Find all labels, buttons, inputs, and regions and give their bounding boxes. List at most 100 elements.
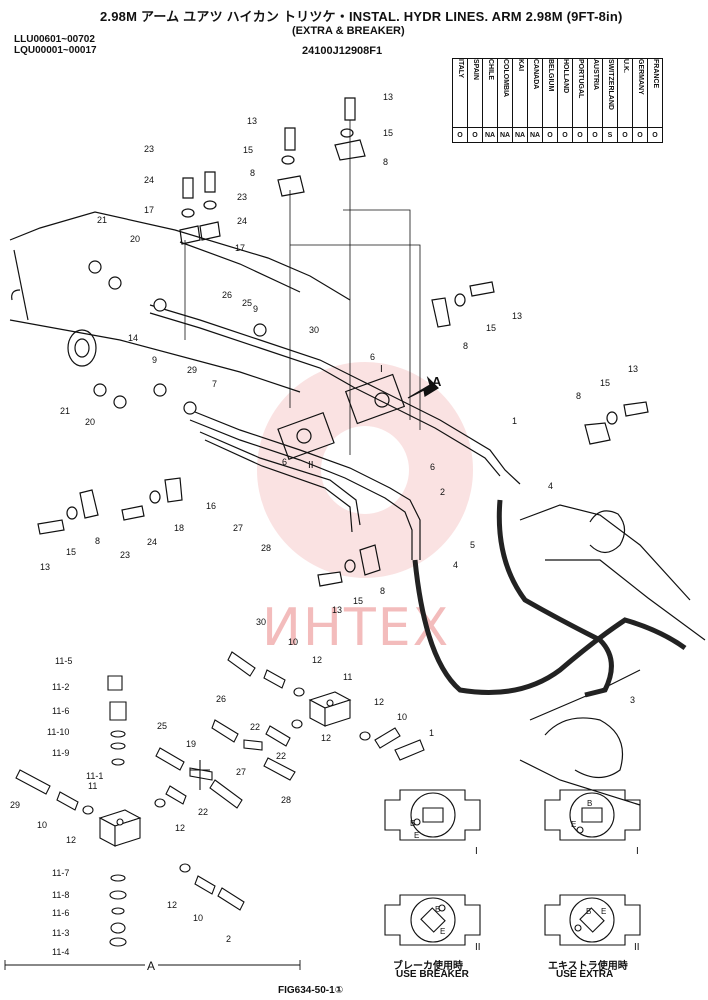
hydraulic-pipe-upper — [149, 304, 521, 485]
serial-range-1: LLU00601~00702 — [14, 34, 95, 45]
bucket-linkage-outline — [519, 504, 706, 806]
callout-label: 10 — [37, 820, 47, 830]
extra-caption-jp: エキストラ使用時 — [548, 961, 628, 972]
page-subtitle: (EXTRA & BREAKER) — [292, 25, 405, 37]
callout-label: 8 — [576, 391, 581, 401]
inset-letter-e: E — [440, 927, 445, 936]
callout-label: 13 — [332, 605, 342, 615]
callout-label: 11-10 — [47, 727, 69, 737]
upper-callouts: 13 15 8 13 15 8 23 24 23 24 17 17 21 20 … — [40, 92, 638, 705]
inset-roman-one: I — [475, 846, 478, 857]
callout-label: 6 — [370, 352, 375, 362]
callout-label: 11 — [343, 672, 352, 682]
callout-label: 7 — [212, 379, 217, 389]
inset-roman-two: II — [634, 942, 640, 953]
callout-label: 15 — [600, 378, 610, 388]
callout-label: 8 — [463, 341, 468, 351]
callout-label: 28 — [281, 795, 291, 805]
callout-label: 12 — [312, 655, 322, 665]
callout-label: 11-4 — [52, 947, 69, 957]
country-mark: O — [647, 127, 663, 143]
callout-label: 23 — [237, 192, 247, 202]
callout-label: 27 — [233, 523, 243, 533]
figure-number: FIG634-50-1① — [278, 985, 344, 996]
callout-label: 29 — [10, 800, 20, 810]
callout-label: 4 — [453, 560, 458, 570]
leader-lines — [184, 120, 421, 455]
callout-label: 11-2 — [52, 682, 69, 692]
callout-label: 12 — [167, 900, 177, 910]
country-mark: S — [602, 127, 618, 143]
callout-label: 24 — [144, 175, 154, 185]
callout-label: 16 — [206, 501, 216, 511]
callout-label: 20 — [85, 417, 95, 427]
callout-label: 11-5 — [55, 656, 72, 666]
fitting-nuts — [88, 260, 267, 415]
callout-label: 14 — [128, 333, 138, 343]
callout-label: 24 — [237, 216, 247, 226]
flexible-hose-2 — [496, 499, 614, 698]
callout-label: 6 — [430, 462, 435, 472]
callout-label: 25 — [242, 298, 252, 308]
roman-two-label: II — [308, 460, 314, 471]
section-a-label: A — [147, 959, 155, 973]
callout-label: 11 — [88, 781, 97, 791]
page-title: 2.98M アーム ユアツ ハイカン トリツケ・INSTAL. HYDR LIN… — [100, 9, 623, 24]
country-mark: O — [617, 127, 633, 143]
callout-label: 2 — [226, 934, 231, 944]
lower-callouts: 30 10 12 11 12 10 12 1 26 22 19 22 25 27… — [10, 617, 434, 973]
callout-label: 12 — [321, 733, 331, 743]
callout-label: 22 — [250, 722, 260, 732]
callout-label: 11-8 — [52, 890, 69, 900]
o-rings — [82, 687, 371, 873]
inset-extra-1 — [544, 789, 641, 841]
callout-label: 24 — [147, 537, 157, 547]
callout-label: 1 — [429, 728, 434, 738]
callout-label: 5 — [470, 540, 475, 550]
callout-label: 10 — [193, 913, 203, 923]
hydraulic-pipe-lower — [189, 409, 421, 560]
callout-label: 8 — [380, 586, 385, 596]
callout-label: 13 — [40, 562, 50, 572]
serial-range-2: LQU00001~00017 — [14, 45, 97, 56]
stop-valve-1 — [344, 373, 406, 425]
callout-label: 2 — [440, 487, 445, 497]
callout-label: 13 — [383, 92, 393, 102]
bolts — [37, 97, 649, 587]
callout-label: 1 — [512, 416, 517, 426]
callout-label: 9 — [152, 355, 157, 365]
inset-letter-b: B — [587, 799, 592, 808]
callout-label: 10 — [288, 637, 298, 647]
callout-label: 30 — [309, 325, 319, 335]
inset-letter-b: B — [435, 905, 440, 914]
callout-label: 6 — [282, 457, 287, 467]
callout-label: 15 — [486, 323, 496, 333]
country-table: ITALY SPAIN CHILE COLOMBIA KAI CANADA BE… — [452, 58, 663, 143]
washers — [66, 128, 618, 573]
callout-label: 15 — [383, 128, 393, 138]
inset-letter-b: B — [410, 819, 415, 828]
callout-label: 3 — [630, 695, 635, 705]
country-mark: NA — [527, 127, 543, 143]
callout-label: 15 — [243, 145, 253, 155]
breaker-caption-jp: ブレーカ使用時 — [393, 961, 463, 972]
callout-label: 8 — [383, 157, 388, 167]
country-header: FRANCE — [647, 58, 663, 128]
callout-label: 12 — [374, 697, 384, 707]
callout-label: 17 — [144, 205, 154, 215]
callout-label: 23 — [120, 550, 130, 560]
inset-breaker-1 — [384, 789, 481, 841]
clamp-brackets — [79, 139, 611, 576]
callout-label: 11-1 — [86, 771, 103, 781]
callout-label: 17 — [235, 243, 245, 253]
callout-label: 8 — [250, 168, 255, 178]
callout-label: 11-6 — [52, 706, 69, 716]
callout-label: 11-3 — [52, 928, 69, 938]
callout-label: 21 — [60, 406, 70, 416]
callout-label: 12 — [66, 835, 76, 845]
inset-letter-b: B — [586, 907, 591, 916]
inset-extra-2 — [544, 894, 641, 946]
callout-label: 20 — [130, 234, 140, 244]
callout-label: 26 — [222, 290, 232, 300]
